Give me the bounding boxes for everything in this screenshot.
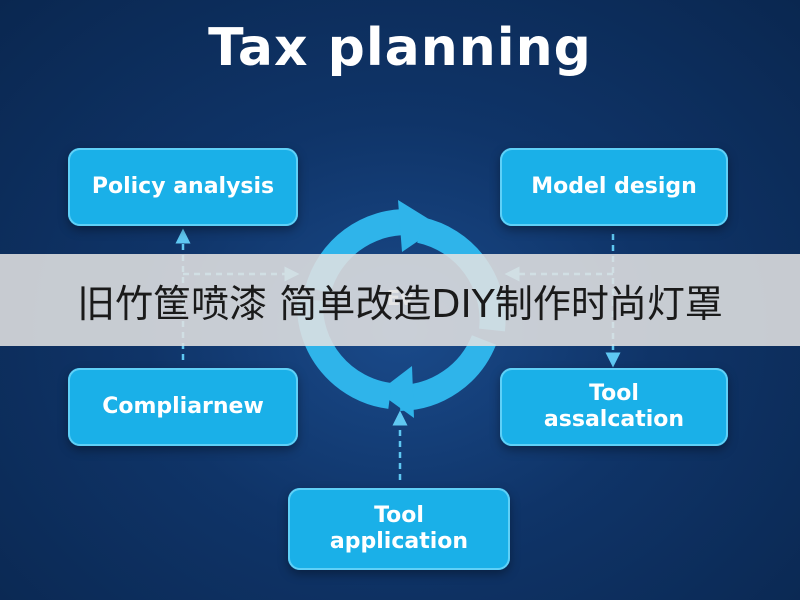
node-compliance-label: Compliarnew bbox=[102, 393, 264, 419]
node-tool-application-label: Tool application bbox=[329, 502, 469, 554]
node-compliance: Compliarnew bbox=[68, 368, 298, 446]
node-tool-assalcation-label: Tool assalcation bbox=[543, 380, 685, 432]
node-tool-assalcation: Tool assalcation bbox=[500, 368, 728, 446]
overlay-banner-text: 旧竹筐喷漆 简单改造DIY制作时尚灯罩 bbox=[77, 281, 723, 326]
overlay-banner: 旧竹筐喷漆 简单改造DIY制作时尚灯罩 bbox=[0, 254, 800, 346]
node-policy-analysis: Policy analysis bbox=[68, 148, 298, 226]
node-model-design-label: Model design bbox=[531, 173, 697, 199]
cycle-arrowhead-top bbox=[398, 200, 440, 252]
node-model-design: Model design bbox=[500, 148, 728, 226]
node-tool-application: Tool application bbox=[288, 488, 510, 570]
diagram-title: Tax planning bbox=[208, 18, 592, 78]
cycle-arrowhead-bottom bbox=[378, 366, 414, 418]
node-policy-analysis-label: Policy analysis bbox=[91, 173, 275, 199]
